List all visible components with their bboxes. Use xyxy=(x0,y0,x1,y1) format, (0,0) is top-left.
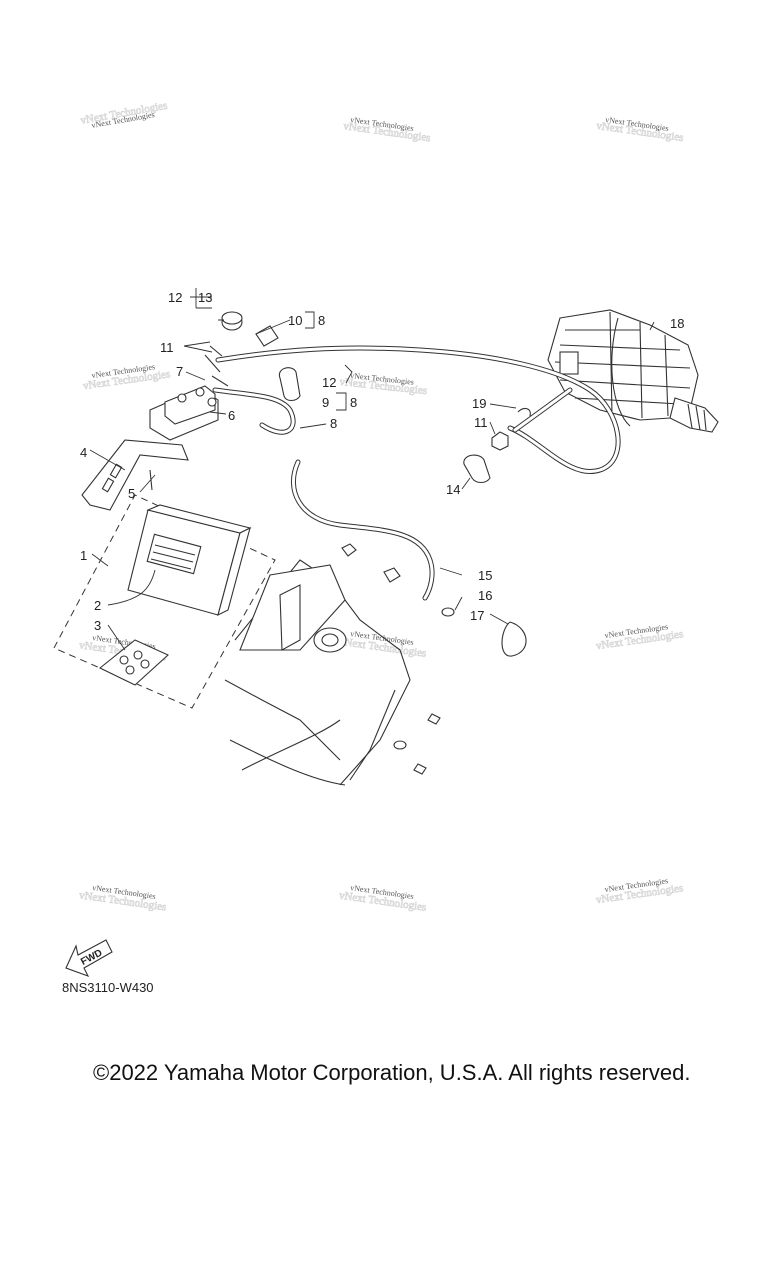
hull-frame xyxy=(224,543,441,786)
clamp xyxy=(441,607,527,657)
callout-19: 19 xyxy=(472,396,486,411)
callout-14: 14 xyxy=(446,482,460,497)
callout-3: 3 xyxy=(94,618,101,633)
watermark-bottom-center: vNext Technologies vNext Technologies xyxy=(338,883,427,914)
leader-lines xyxy=(89,288,655,651)
callout-16: 16 xyxy=(478,588,492,603)
diagram-code: 8NS3110-W430 xyxy=(62,980,154,995)
callout-10: 10 xyxy=(288,313,302,328)
callout-17: 17 xyxy=(470,608,484,623)
bracket xyxy=(81,439,189,511)
battery-assembly xyxy=(53,494,276,709)
watermark-mid-center: vNext Technologies vNext Technologies xyxy=(339,371,428,397)
starter-relay xyxy=(149,345,229,441)
callout-1: 1 xyxy=(80,548,87,563)
fwd-label: FWD xyxy=(79,948,104,968)
callout-11-right: 11 xyxy=(474,415,488,430)
watermark-bottom-left: vNext Technologies vNext Technologies xyxy=(78,883,167,914)
watermark-low-right: vNext Technologies vNext Technologies xyxy=(595,622,684,652)
copyright-notice: ©2022 Yamaha Motor Corporation, U.S.A. A… xyxy=(93,1060,691,1085)
watermark-low-center: vNext Technologies vNext Technologies xyxy=(338,629,427,660)
callout-9: 9 xyxy=(322,395,329,410)
fwd-arrow-icon: FWD xyxy=(65,939,113,977)
callout-8-mid: 8 xyxy=(350,395,357,410)
callout-4: 4 xyxy=(80,445,87,460)
watermarks: vNext Technologies vNext Technologies vN… xyxy=(78,99,689,914)
callout-7: 7 xyxy=(176,364,183,379)
callout-12-mid: 12 xyxy=(322,375,336,390)
callout-2: 2 xyxy=(94,598,101,613)
watermark-top-left: vNext Technologies vNext Technologies xyxy=(79,99,168,130)
callout-13: 13 xyxy=(198,290,212,305)
caps-and-boots xyxy=(221,311,531,484)
watermark-top-right: vNext Technologies vNext Technologies xyxy=(595,115,684,144)
callout-11-left: 11 xyxy=(160,340,174,355)
callout-6: 6 xyxy=(228,408,235,423)
callout-labels: 12 13 10 8 11 7 12 9 8 6 8 4 5 19 11 14 … xyxy=(80,290,684,633)
watermark-top-center: vNext Technologies vNext Technologies xyxy=(342,115,431,145)
cables xyxy=(212,345,621,601)
callout-5: 5 xyxy=(128,486,135,501)
callout-15: 15 xyxy=(478,568,492,583)
callout-8-low: 8 xyxy=(330,416,337,431)
watermark-mid-left: vNext Technologies vNext Technologies xyxy=(82,362,171,392)
starter-motor xyxy=(547,309,719,433)
watermark-bottom-right: vNext Technologies vNext Technologies xyxy=(595,876,684,906)
callout-8-top: 8 xyxy=(318,313,325,328)
callout-12-top: 12 xyxy=(168,290,182,305)
callout-18: 18 xyxy=(670,316,684,331)
